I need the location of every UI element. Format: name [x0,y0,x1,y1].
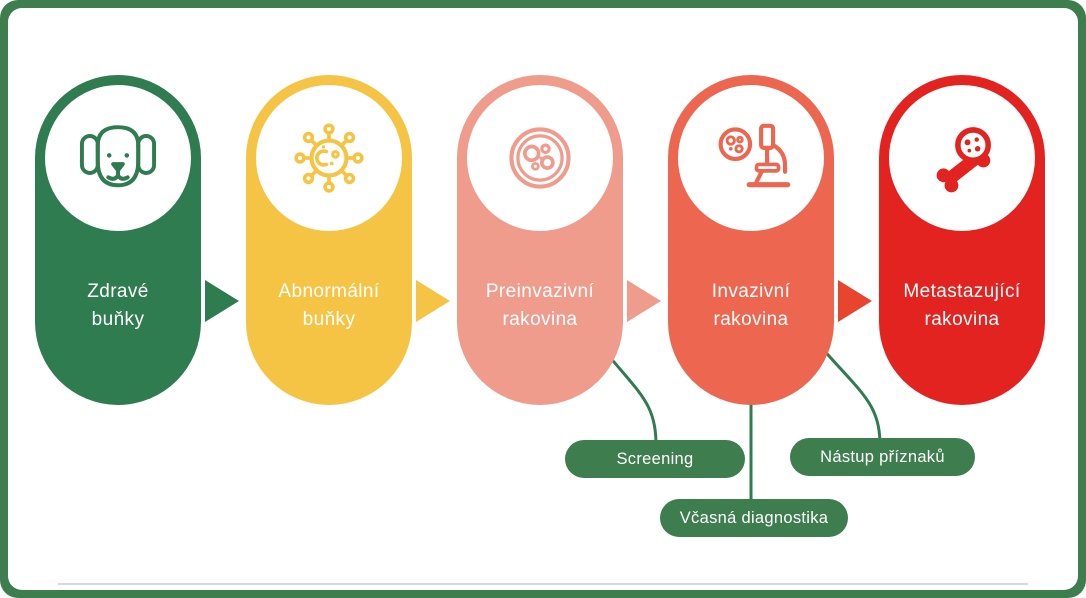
abnormal-cells-icon [294,123,364,193]
bone-icon [936,127,991,193]
arrow-right-icon [416,280,450,322]
stage-label-line1: Preinvazivní [485,281,595,302]
stage-metastatic-cancer: Metastazující rakovina [879,75,1045,405]
callout-early-diagnostics: Včasná diagnostika [660,499,848,537]
stage-healthy-cells: Zdravé buňky [35,75,201,405]
microscope-icon [718,123,791,188]
dog-icon [79,125,157,188]
stage-abnormal-cells: Abnormální buňky [246,75,412,405]
stage-icon-circle [43,83,193,233]
stage-label: Preinvazivní rakovina [457,278,623,334]
stage-preinvasive-cancer: Preinvazivní rakovina [457,75,623,405]
callout-onset-of-symptoms: Nástup příznaků [790,438,975,476]
bottom-divider [58,583,1028,585]
stage-label-line2: rakovina [924,309,1000,330]
stage-label-line1: Abnormální [278,281,380,302]
arrow-right-icon [838,280,872,322]
stage-label-line1: Metastazující [903,281,1021,302]
stage-label-line1: Zdravé [87,281,149,302]
stage-label-line2: rakovina [713,309,789,330]
stage-icon-circle [254,83,404,233]
stage-icon-circle [465,83,615,233]
callout-label: Screening [616,449,694,468]
stage-label-line1: Invazivní [711,281,791,302]
stage-label: Abnormální buňky [246,278,412,334]
stage-invasive-cancer: Invazivní rakovina [668,75,834,405]
callout-label: Nástup příznaků [820,447,945,466]
petri-dish-icon [509,127,571,189]
stage-label-line2: buňky [302,309,356,330]
callout-label: Včasná diagnostika [679,508,829,527]
stage-label: Invazivní rakovina [668,278,834,334]
arrow-right-icon [627,280,661,322]
stage-label-line2: buňky [91,309,145,330]
stage-label: Metastazující rakovina [879,278,1045,334]
stage-label-line2: rakovina [502,309,578,330]
callout-screening: Screening [565,440,745,478]
arrow-right-icon [205,280,239,322]
stage-label: Zdravé buňky [35,278,201,334]
stage-icon-circle [887,83,1037,233]
stage-icon-circle [676,83,826,233]
